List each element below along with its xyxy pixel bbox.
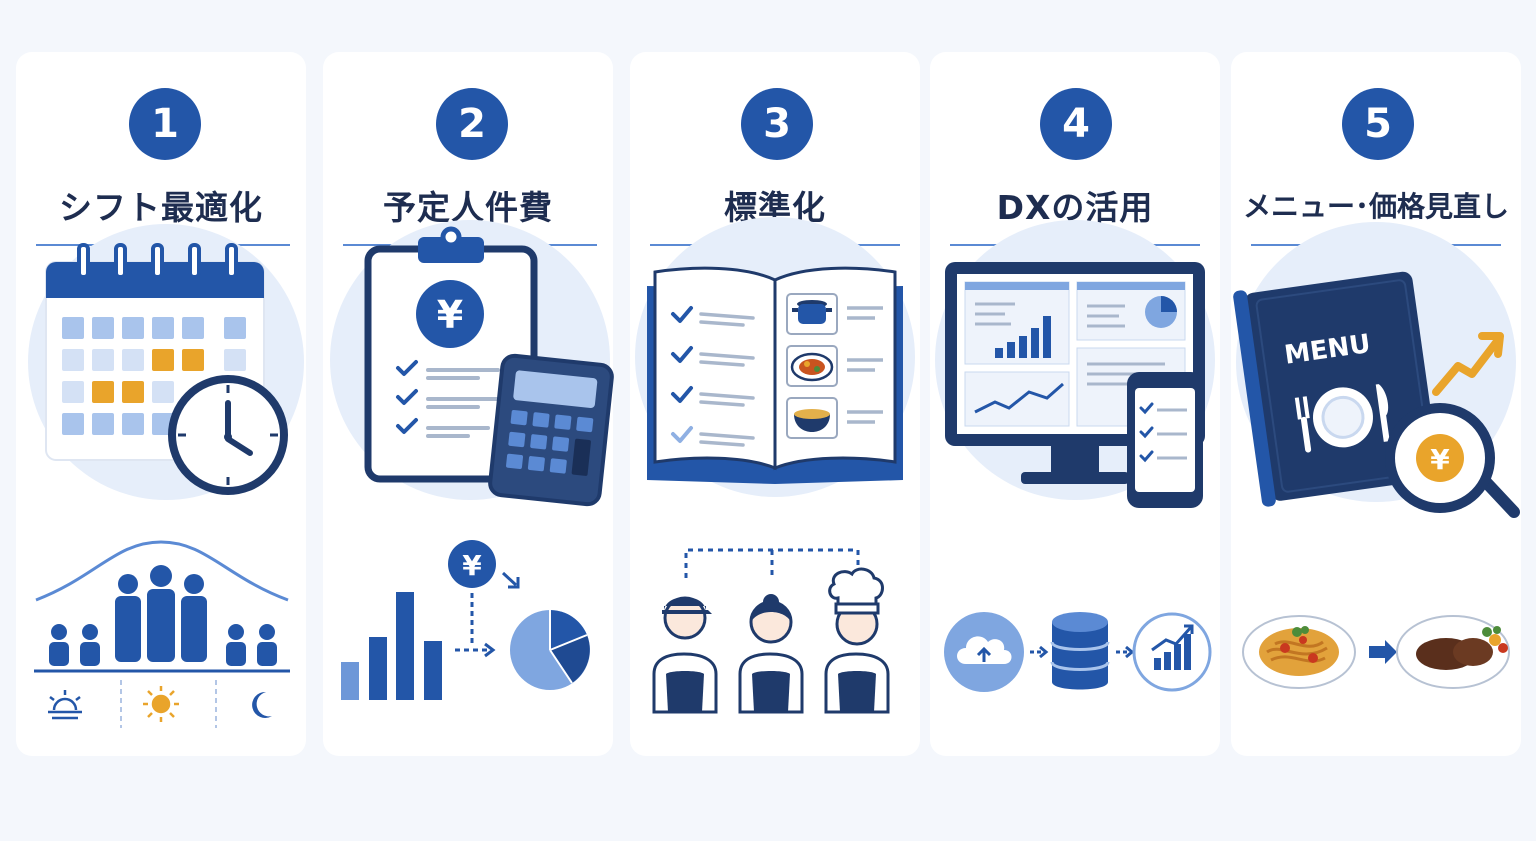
dish-icon	[790, 352, 834, 382]
manual-book-icon	[647, 266, 903, 484]
step-card-1: 1 シフト最適化	[16, 52, 306, 756]
sunrise-icon	[48, 690, 82, 720]
staff-icon	[738, 594, 804, 714]
step-number-badge: 1	[129, 88, 201, 160]
pot-icon	[792, 300, 832, 324]
yen-symbol: ¥	[437, 293, 463, 337]
upward-arrow-icon	[1432, 332, 1504, 396]
step-number-badge: 5	[1342, 88, 1414, 160]
dx-illustration	[935, 220, 1215, 508]
calendar-clock-illustration	[28, 224, 304, 500]
step-number-badge: 4	[1040, 88, 1112, 160]
growth-chart-icon	[1132, 612, 1212, 692]
database-icon	[1050, 612, 1110, 690]
checklist-icon	[396, 360, 500, 438]
step-card-2: 2 予定人件費 ¥	[323, 52, 614, 756]
staff-demand-curve-illustration	[34, 540, 290, 728]
chef-icon	[824, 567, 890, 714]
labor-cost-illustration: ¥	[330, 220, 614, 507]
yen-coin-icon	[448, 540, 496, 588]
bar-chart-icon	[341, 592, 442, 700]
yen-coin-icon	[1416, 434, 1464, 482]
staff-demand-curve-icon	[49, 565, 277, 666]
yen-coin-icon	[416, 280, 484, 348]
clipboard-icon	[364, 226, 538, 483]
step-title: シフト最適化	[59, 188, 263, 227]
cloud-upload-icon	[944, 612, 1024, 692]
sun-icon	[143, 686, 179, 722]
yen-symbol: ¥	[1430, 443, 1450, 476]
dish-comparison-illustration	[1242, 615, 1510, 689]
clock-icon	[168, 375, 288, 495]
staff-standardization-illustration	[652, 548, 890, 714]
pasta-plate-icon	[1242, 615, 1356, 689]
step-card-4: 4 DXの活用	[930, 52, 1220, 756]
staff-icon	[652, 596, 718, 714]
moon-icon	[252, 691, 272, 718]
step-card-3: 3 標準化	[630, 52, 920, 756]
checklist-icon	[671, 306, 755, 447]
smartphone-icon	[1127, 372, 1203, 508]
cost-analysis-illustration: ¥	[341, 540, 590, 700]
step-card-5: 5 メニュー･価格見直し MENU	[1231, 52, 1521, 756]
step-number-badge: 3	[741, 88, 813, 160]
bowl-icon	[794, 409, 830, 432]
calculator-icon	[488, 353, 614, 507]
step-number-badge: 2	[436, 88, 508, 160]
data-flow-illustration	[944, 612, 1212, 692]
pie-chart-icon	[510, 610, 590, 690]
menu-price-illustration: MENU ¥	[1233, 222, 1520, 518]
yen-symbol: ¥	[462, 549, 482, 582]
steak-plate-icon	[1396, 615, 1510, 689]
step-title: メニュー･価格見直し	[1242, 190, 1509, 223]
manual-book-illustration	[635, 217, 915, 497]
